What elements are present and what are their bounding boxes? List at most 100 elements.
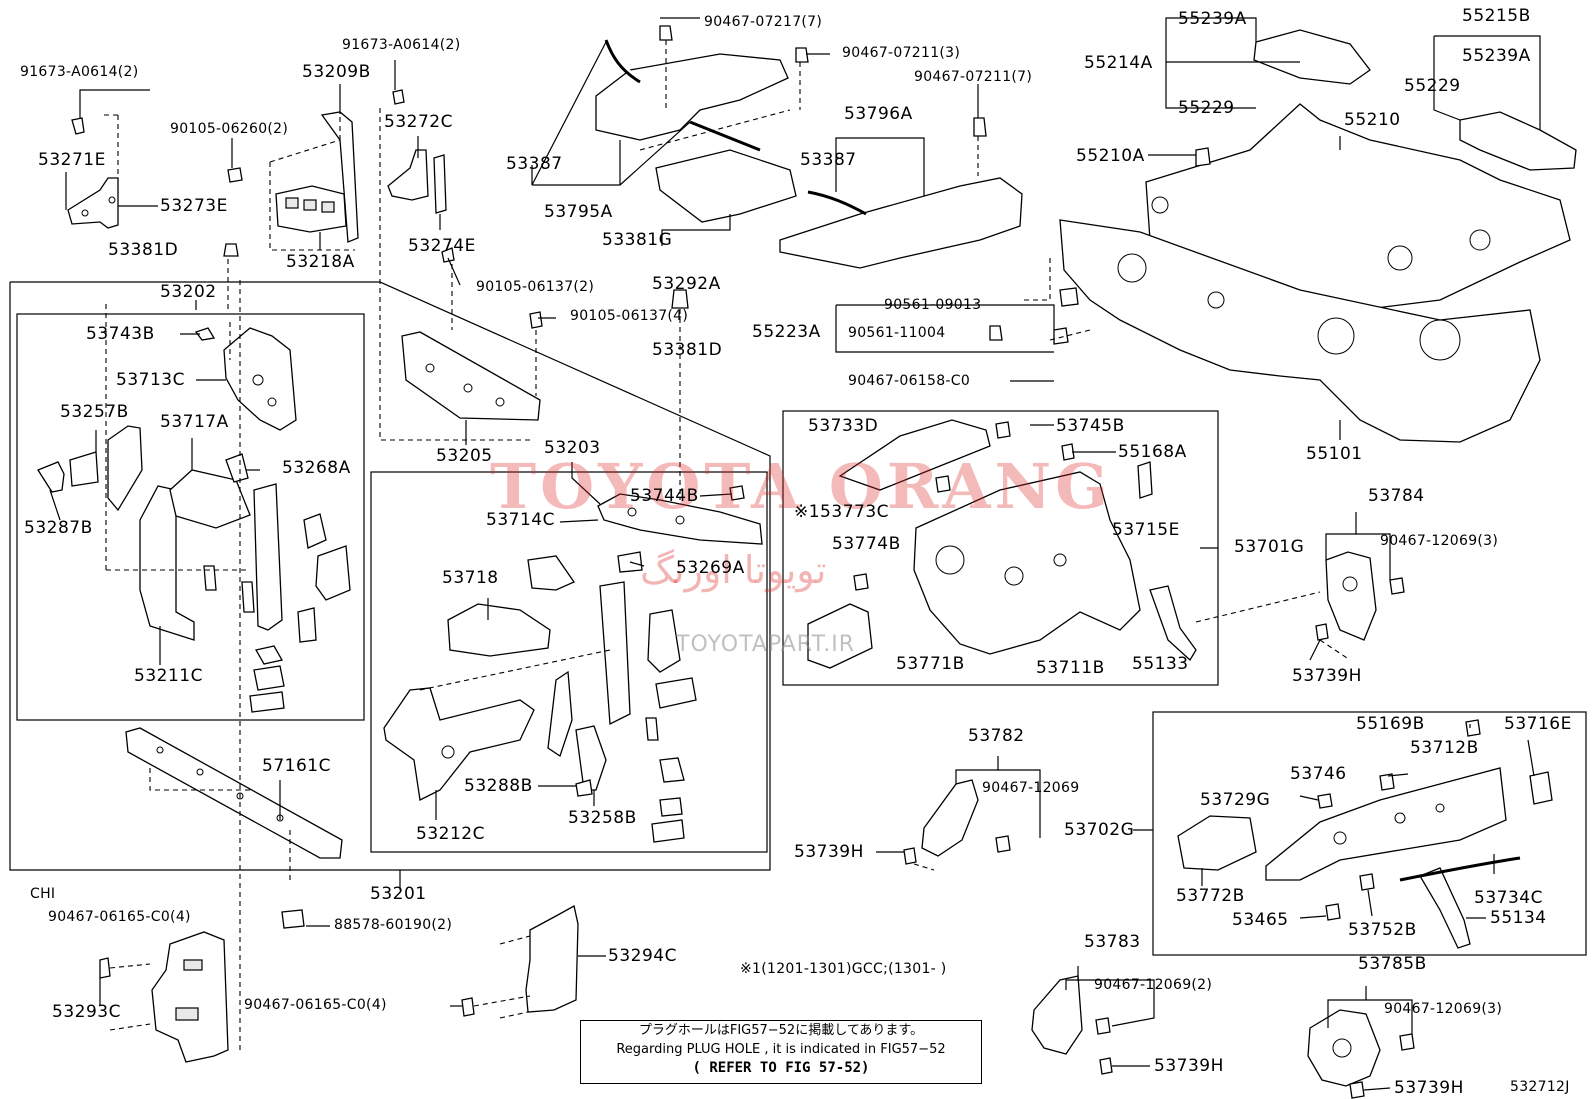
part-label[interactable]: 53288B xyxy=(464,776,533,796)
part-label[interactable]: 53711B xyxy=(1036,658,1105,678)
part-label[interactable]: 53205 xyxy=(436,446,493,466)
part-label[interactable]: 53293C xyxy=(52,1002,121,1022)
part-label[interactable]: 53739H xyxy=(1394,1078,1464,1098)
part-label[interactable]: 53717A xyxy=(160,412,229,432)
part-label[interactable]: 53739H xyxy=(794,842,864,862)
part-label[interactable]: 53795A xyxy=(544,202,613,222)
part-label[interactable]: 53271E xyxy=(38,150,106,170)
part-label[interactable]: 91673-A0614(2) xyxy=(342,37,461,53)
part-label[interactable]: 53782 xyxy=(968,726,1025,746)
part-label[interactable]: 53258B xyxy=(568,808,637,828)
part-label[interactable]: 53268A xyxy=(282,458,351,478)
part-label[interactable]: 53702G xyxy=(1064,820,1135,840)
part-label[interactable]: 53739H xyxy=(1154,1056,1224,1076)
part-label[interactable]: 55134 xyxy=(1490,908,1547,928)
apron-53712b xyxy=(1177,719,1553,949)
part-label[interactable]: 55229 xyxy=(1404,76,1461,96)
part-label[interactable]: 55133 xyxy=(1132,654,1189,674)
part-label[interactable]: 53292A xyxy=(652,274,721,294)
part-label[interactable]: 53745B xyxy=(1056,416,1125,436)
part-label[interactable]: 90467-07211(7) xyxy=(914,69,1033,85)
part-label[interactable]: 55169B xyxy=(1356,714,1425,734)
part-label[interactable]: 90467-12069(3) xyxy=(1380,533,1499,549)
part-label[interactable]: 55239A xyxy=(1462,46,1531,66)
part-label[interactable]: 53701G xyxy=(1234,537,1305,557)
part-label[interactable]: 53715E xyxy=(1112,520,1180,540)
part-label[interactable]: 53716E xyxy=(1504,714,1572,734)
part-label[interactable]: 90105-06260(2) xyxy=(170,121,289,137)
part-label[interactable]: 55210 xyxy=(1344,110,1401,130)
cowl-53796a xyxy=(779,117,1023,269)
watermark-arabic: تویوتا اورنگ xyxy=(640,548,827,592)
part-label[interactable]: 90467-06158-C0 xyxy=(848,373,971,389)
part-label[interactable]: 90467-07211(3) xyxy=(842,45,961,61)
part-label[interactable]: 53785B xyxy=(1358,954,1427,974)
part-label[interactable]: 53718 xyxy=(442,568,499,588)
part-label[interactable]: 55215B xyxy=(1462,6,1531,26)
part-label[interactable]: 53772B xyxy=(1176,886,1245,906)
part-label[interactable]: 53744B xyxy=(630,486,699,506)
part-label[interactable]: 55168A xyxy=(1118,442,1187,462)
part-label[interactable]: 53729G xyxy=(1200,790,1271,810)
part-label[interactable]: 53746 xyxy=(1290,764,1347,784)
part-label[interactable]: 55214A xyxy=(1084,53,1153,73)
part-label[interactable]: 53201 xyxy=(370,884,427,904)
part-label[interactable]: 53387 xyxy=(800,150,857,170)
part-label[interactable]: 53743B xyxy=(86,324,155,344)
part-label[interactable]: CHI xyxy=(30,886,56,902)
part-label[interactable]: 90105-06137(4) xyxy=(570,308,689,324)
part-label[interactable]: 90467-07217(7) xyxy=(704,14,823,30)
part-label[interactable]: 53771B xyxy=(896,654,965,674)
part-label[interactable]: 53202 xyxy=(160,282,217,302)
part-label[interactable]: 53218A xyxy=(286,252,355,272)
part-label[interactable]: 53269A xyxy=(676,558,745,578)
part-label[interactable]: 91673-A0614(2) xyxy=(20,64,139,80)
part-label[interactable]: 53212C xyxy=(416,824,485,844)
part-label[interactable]: 53739H xyxy=(1292,666,1362,686)
part-label[interactable]: ※153773C xyxy=(794,502,890,522)
part-label[interactable]: 88578-60190(2) xyxy=(334,917,453,933)
part-label[interactable]: 53783 xyxy=(1084,932,1141,952)
part-label[interactable]: 53381G xyxy=(602,230,673,250)
part-label[interactable]: 53733D xyxy=(808,416,879,436)
part-label[interactable]: 53714C xyxy=(486,510,555,530)
part-label[interactable]: 90561-11004 xyxy=(848,325,946,341)
part-label[interactable]: 53387 xyxy=(506,154,563,174)
part-label[interactable]: 53209B xyxy=(302,62,371,82)
part-label[interactable]: 57161C xyxy=(262,756,331,776)
part-label[interactable]: 90467-12069(3) xyxy=(1384,1001,1503,1017)
part-label[interactable]: 53272C xyxy=(384,112,453,132)
part-label[interactable]: 90467-06165-C0(4) xyxy=(244,997,387,1013)
part-label[interactable]: 53796A xyxy=(844,104,913,124)
part-label[interactable]: 53712B xyxy=(1410,738,1479,758)
part-label[interactable]: 53752B xyxy=(1348,920,1417,940)
part-label[interactable]: 53211C xyxy=(134,666,203,686)
part-label[interactable]: 55229 xyxy=(1178,98,1235,118)
note-japanese: プラグホールはFIG57−52に掲載してあります。 xyxy=(638,1023,924,1038)
part-label[interactable]: 90467-12069 xyxy=(982,780,1080,796)
part-label[interactable]: 53381D xyxy=(108,240,179,260)
shield-53783 xyxy=(1031,975,1113,1075)
part-label[interactable]: 53287B xyxy=(24,518,93,538)
part-label[interactable]: 90467-06165-C0(4) xyxy=(48,909,191,925)
part-label[interactable]: 53203 xyxy=(544,438,601,458)
part-label[interactable]: 55239A xyxy=(1178,9,1247,29)
part-label[interactable]: 90467-12069(2) xyxy=(1094,977,1213,993)
part-label[interactable]: 90105-06137(2) xyxy=(476,279,595,295)
part-label[interactable]: 55210A xyxy=(1076,146,1145,166)
part-label[interactable]: 55223A xyxy=(752,322,821,342)
part-label[interactable]: 53381D xyxy=(652,340,723,360)
part-label[interactable]: 53294C xyxy=(608,946,677,966)
part-label[interactable]: 53274E xyxy=(408,236,476,256)
part-label[interactable]: 55101 xyxy=(1306,444,1363,464)
part-label[interactable]: 53784 xyxy=(1368,486,1425,506)
part-label[interactable]: 53713C xyxy=(116,370,185,390)
part-label[interactable]: 53734C xyxy=(1474,888,1543,908)
part-label[interactable]: 53273E xyxy=(160,196,228,216)
part-label[interactable]: 53257B xyxy=(60,402,129,422)
part-label[interactable]: 53774B xyxy=(832,534,901,554)
part-label[interactable]: 90561-09013 xyxy=(884,297,982,313)
refer-to-fig-link[interactable]: ( REFER TO FIG 57-52) xyxy=(692,1060,870,1076)
apron-53713c xyxy=(194,322,297,431)
part-label[interactable]: 53465 xyxy=(1232,910,1289,930)
